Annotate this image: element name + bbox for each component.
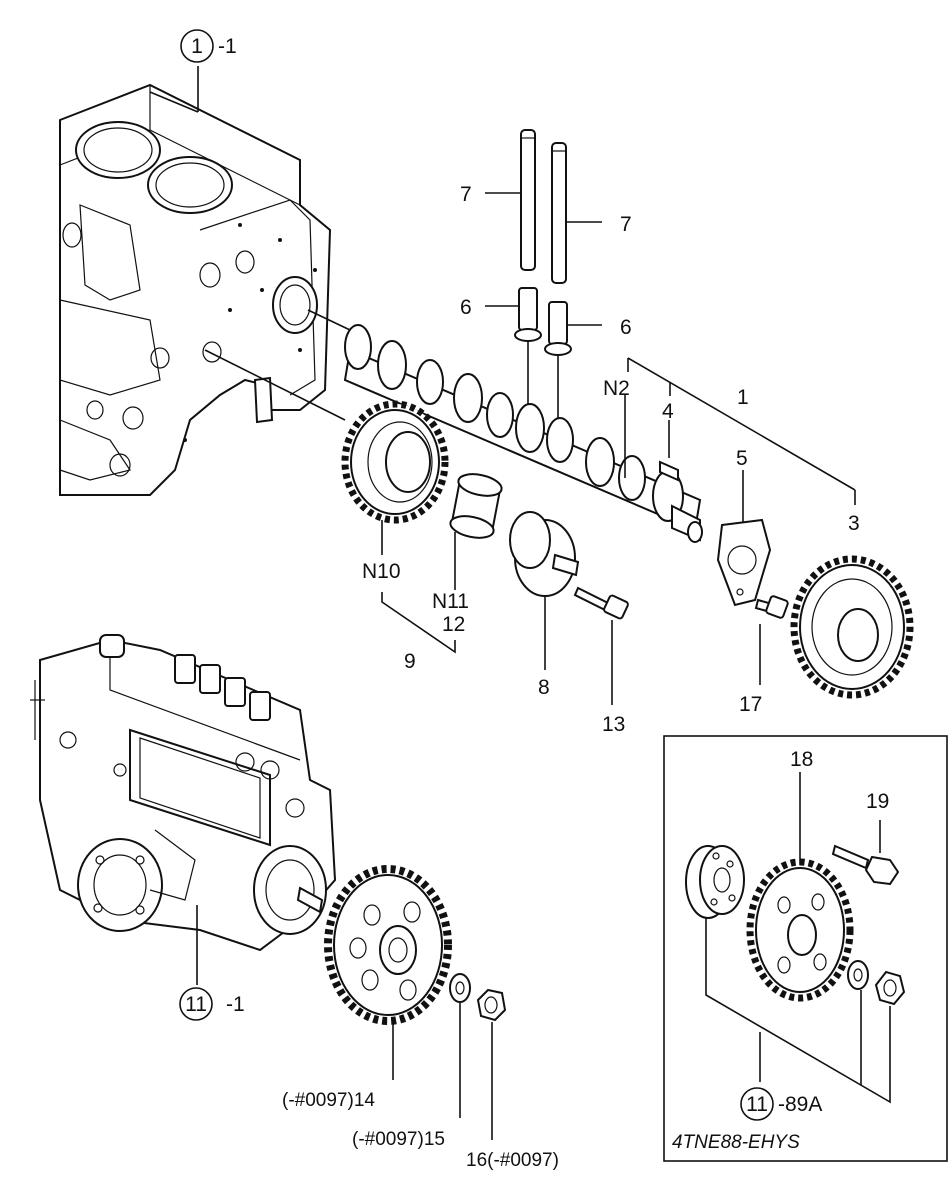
nut-16 [476,988,507,1022]
label-6a: 6 [460,296,472,319]
label-15: (-#0097)15 [352,1129,445,1150]
label-5: 5 [736,447,748,470]
engine-block [59,83,332,496]
label-n10: N10 [362,560,401,583]
pump-gear [324,865,452,1025]
inset-washer [847,960,869,990]
callout-11-89a: 11 -89A [740,1087,822,1121]
label-17: 17 [739,693,762,716]
inset-box [663,735,948,1162]
bolt-13 [573,586,629,620]
label-7b: 7 [620,213,632,236]
inset-flange-hub [685,845,745,919]
svg-text:-1: -1 [226,993,245,1016]
label-n2: N2 [603,377,630,400]
label-19: 19 [866,790,889,813]
svg-text:-1: -1 [218,35,237,58]
idle-gear-shaft [509,511,580,597]
svg-text:11: 11 [746,1093,768,1116]
label-n11: N11 [432,590,469,613]
label-14: (-#0097)14 [282,1090,375,1111]
push-rod-left [520,129,536,271]
label-3: 3 [848,512,860,535]
bushing [449,473,503,539]
inset-bolt-19 [831,844,900,886]
tappet-right [544,301,572,356]
callout-11-1: 11 -1 [179,987,245,1021]
svg-text:-89A: -89A [778,1093,822,1116]
bolt-17 [754,595,789,619]
push-rod-right [551,142,567,284]
label-16: 16(-#0097) [466,1150,559,1171]
label-4: 4 [662,400,674,423]
inset-nut [874,970,906,1006]
label-12: 12 [442,613,465,636]
thrust-plate [716,518,772,607]
label-13: 13 [602,713,625,736]
idle-gear [341,400,449,524]
cam-gear [790,555,914,699]
inset-gear [746,858,854,1002]
inset-model-label: 4TNE88-EHYS [672,1132,800,1153]
camshaft [343,324,703,543]
label-8: 8 [538,676,550,699]
label-18: 18 [790,748,813,771]
callout-1-1: 1 -1 [180,29,237,63]
tappet-left [514,287,542,342]
woodruff-key [659,460,679,482]
label-7a: 7 [460,183,472,206]
washer-15 [449,973,471,1003]
label-1: 1 [737,386,749,409]
svg-text:1: 1 [191,35,203,58]
svg-text:11: 11 [185,993,207,1016]
label-9: 9 [404,650,416,673]
fuel-injection-pump [30,634,337,952]
label-6b: 6 [620,316,632,339]
